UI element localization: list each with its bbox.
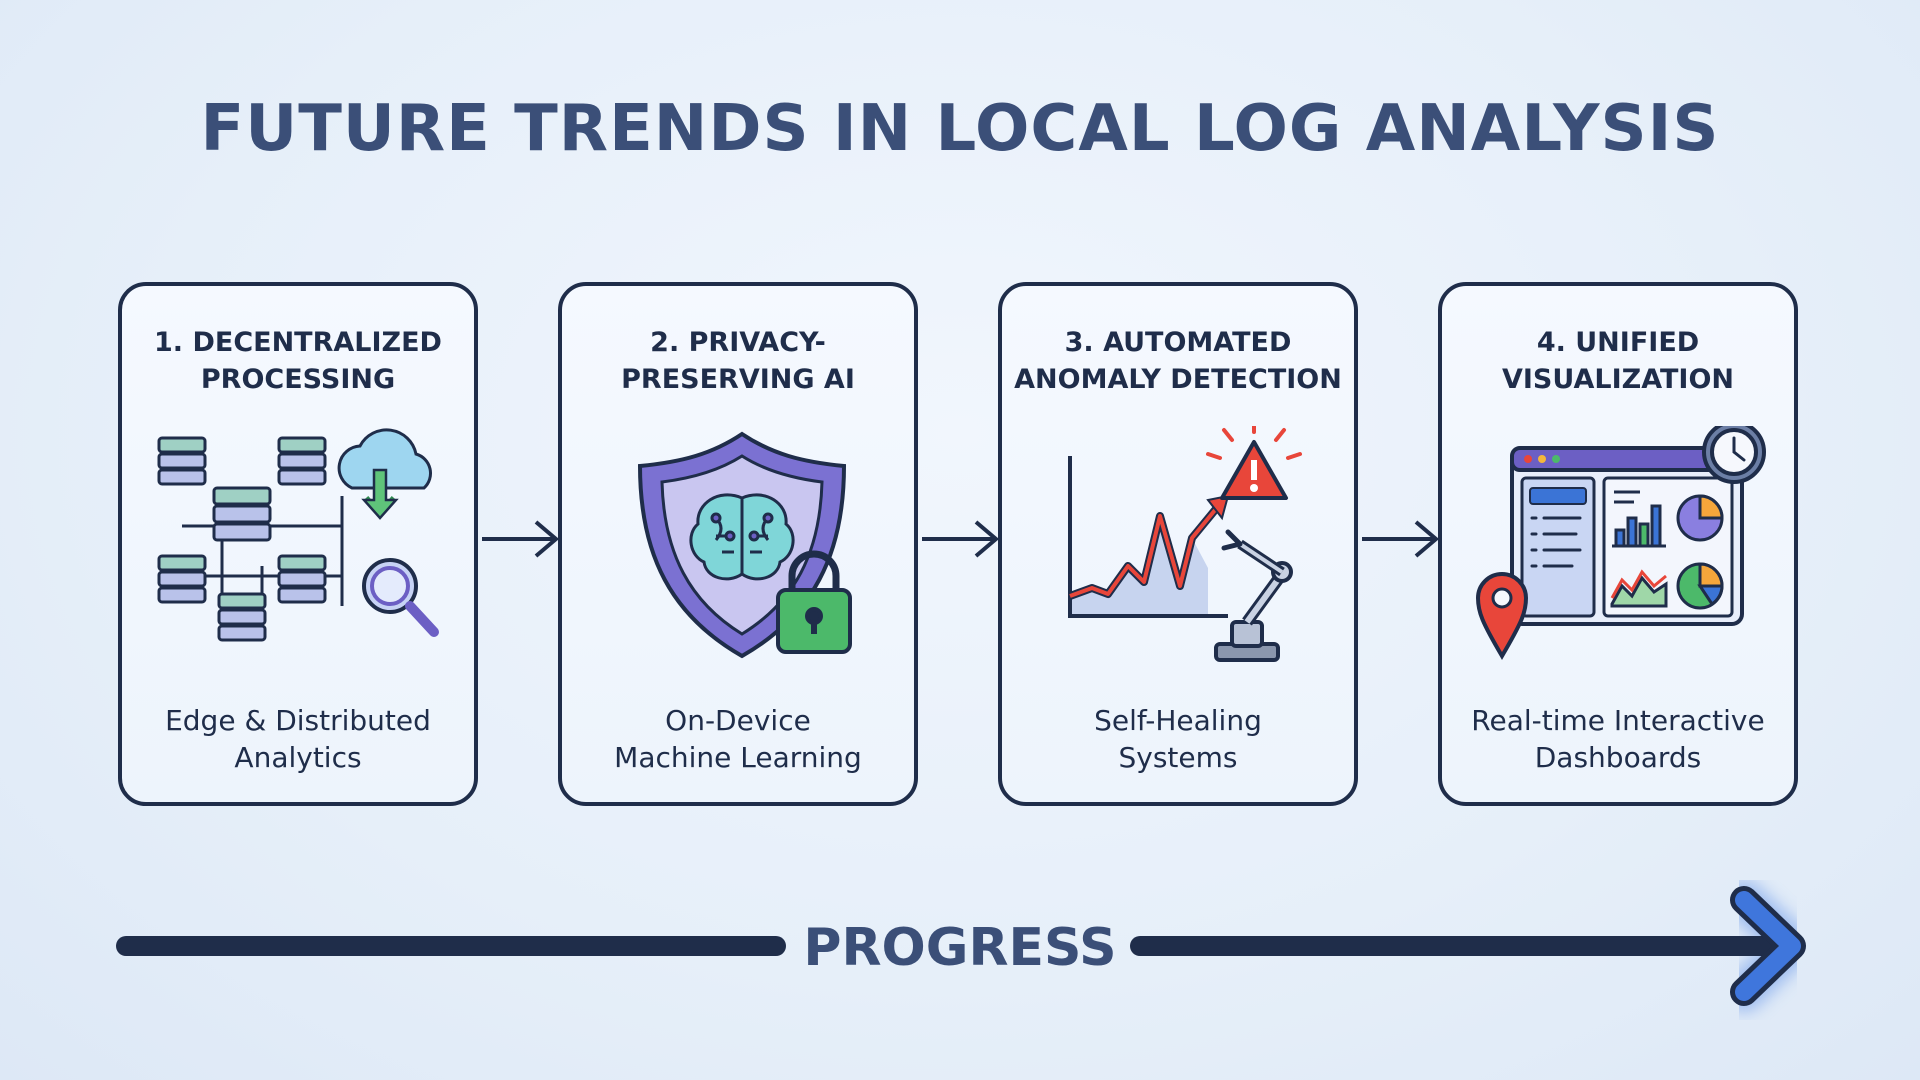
step-title: 3. AUTOMATED ANOMALY DETECTION xyxy=(1014,327,1342,395)
warning-icon xyxy=(1206,426,1302,500)
cloud-download-icon xyxy=(337,428,432,520)
map-pin-icon xyxy=(1475,572,1529,660)
step-title: 2. PRIVACY- PRESERVING AI xyxy=(621,327,855,395)
arrow-right-icon xyxy=(1362,520,1440,558)
shield-icon xyxy=(637,431,852,659)
step-title: 1. DECENTRALIZED PROCESSING xyxy=(154,327,442,395)
step-card-visualization: 4. UNIFIED VISUALIZATION xyxy=(1438,282,1798,806)
arrow-right-icon xyxy=(482,520,560,558)
progress-label: PROGRESS xyxy=(803,918,1117,978)
step-card-anomaly: 3. AUTOMATED ANOMALY DETECTION xyxy=(998,282,1358,806)
step-caption: Real-time Interactive Dashboards xyxy=(1471,704,1765,774)
page-title: FUTURE TRENDS IN LOCAL LOG ANALYSIS xyxy=(200,92,1720,166)
dashboard-icon xyxy=(1475,426,1766,660)
search-icon xyxy=(362,558,439,637)
arrow-right-icon xyxy=(922,520,1000,558)
step-caption: Edge & Distributed Analytics xyxy=(165,704,431,774)
progress-arrow xyxy=(111,880,1812,1012)
anomaly-chart-icon xyxy=(1068,426,1302,662)
step-card-privacy: 2. PRIVACY- PRESERVING AI On-Device Mach… xyxy=(558,282,918,806)
step-card-decentralized: 1. DECENTRALIZED PROCESSING xyxy=(118,282,478,806)
clock-icon xyxy=(1702,426,1766,484)
step-caption: Self-Healing Systems xyxy=(1094,704,1262,774)
robot-arm-icon xyxy=(1214,529,1293,662)
step-title: 4. UNIFIED VISUALIZATION xyxy=(1501,327,1735,395)
step-caption: On-Device Machine Learning xyxy=(614,704,862,774)
brain-icon xyxy=(689,493,795,581)
server-network-icon xyxy=(157,428,439,642)
padlock-icon xyxy=(776,550,852,654)
